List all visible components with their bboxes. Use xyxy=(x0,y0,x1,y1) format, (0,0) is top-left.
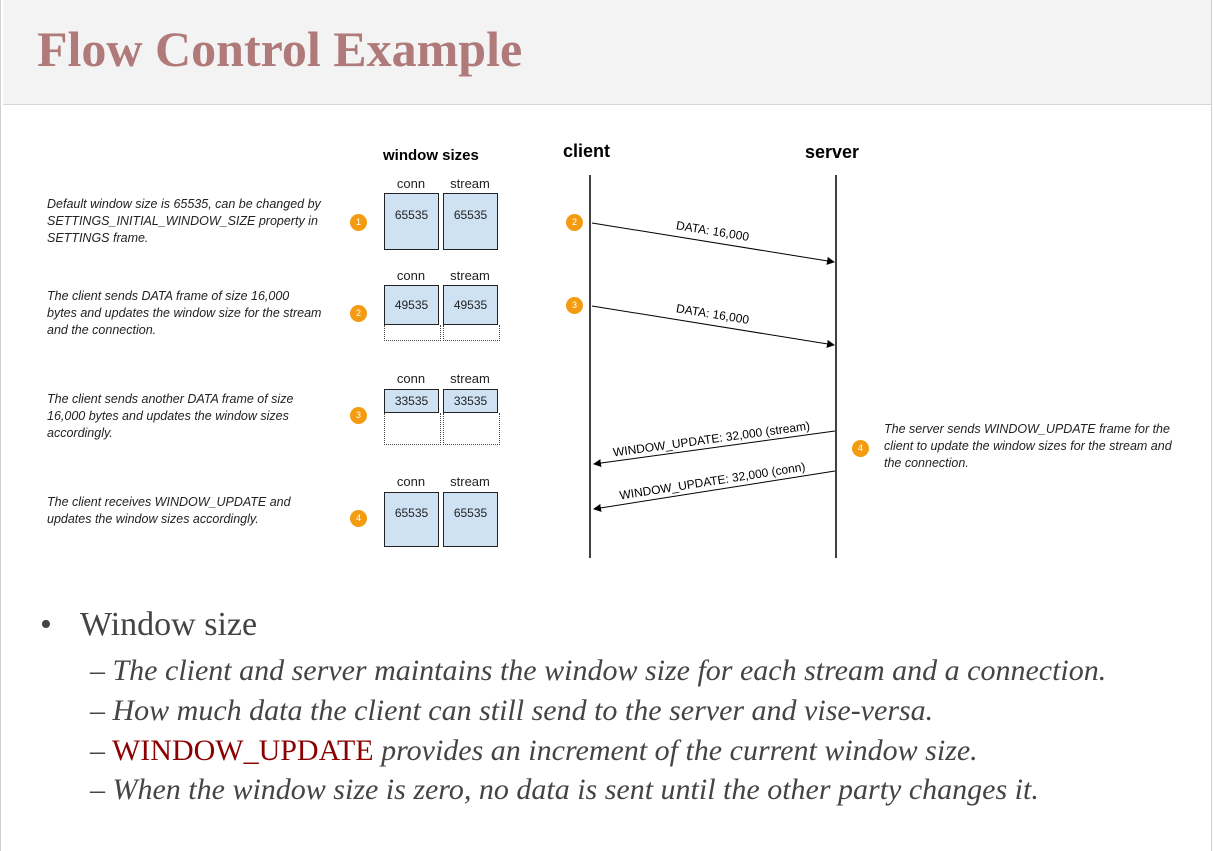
conn-window-box: 49535 xyxy=(384,285,439,325)
server-label: server xyxy=(805,142,860,162)
step-4-marker: 4 xyxy=(350,510,367,527)
step-1-description: Default window size is 65535, can be cha… xyxy=(47,197,321,245)
sub-bullet-text: provides an increment of the current win… xyxy=(373,734,978,767)
window-update-arrow xyxy=(593,430,836,468)
consumed-window-area xyxy=(384,325,441,341)
message-3-marker: 3 xyxy=(566,297,583,314)
consumed-window-area xyxy=(384,413,441,445)
step-1-marker: 1 xyxy=(350,214,367,231)
sub-bullet-text: The client and server maintains the wind… xyxy=(112,654,1107,687)
consumed-window-area xyxy=(443,325,500,341)
server-note-marker: 4 xyxy=(852,440,869,457)
step-3-description: The client sends another DATA frame of s… xyxy=(47,392,294,440)
sub-bullet-text: How much data the client can still send … xyxy=(112,694,934,727)
window-sizes-header: window sizes xyxy=(383,147,479,164)
client-label: client xyxy=(563,141,611,161)
bullet-main: • Window size xyxy=(40,606,257,644)
conn-window-box: 33535 xyxy=(384,389,439,413)
stream-window-box: 33535 xyxy=(443,389,498,413)
sub-bullet-text: When the window size is zero, no data is… xyxy=(112,773,1039,806)
conn-window-box: 65535 xyxy=(384,193,439,250)
sub-bullet: – The client and server maintains the wi… xyxy=(90,654,1107,687)
window-update-label: WINDOW_UPDATE: 32,000 (stream) xyxy=(612,419,811,460)
conn-window-box: 65535 xyxy=(384,492,439,547)
server-note: The server sends WINDOW_UPDATE frame for… xyxy=(884,422,1172,470)
sub-bullet: – When the window size is zero, no data … xyxy=(90,773,1039,806)
stream-column-label: stream xyxy=(450,371,490,386)
conn-column-label: conn xyxy=(396,176,426,191)
bullet-dot-icon: • xyxy=(40,606,52,643)
stream-window-box: 49535 xyxy=(443,285,498,325)
step-2-description: The client sends DATA frame of size 16,0… xyxy=(47,289,322,337)
message-2-marker: 2 xyxy=(566,214,583,231)
conn-column-label: conn xyxy=(396,268,426,283)
consumed-window-area xyxy=(443,413,500,445)
stream-column-label: stream xyxy=(450,474,490,489)
sub-bullet: – How much data the client can still sen… xyxy=(90,694,934,727)
stream-column-label: stream xyxy=(450,268,490,283)
conn-column-label: conn xyxy=(396,474,426,489)
slide-header: Flow Control Example xyxy=(3,0,1211,105)
sub-bullet: – WINDOW_UPDATE provides an increment of… xyxy=(90,734,978,767)
conn-column-label: conn xyxy=(396,371,426,386)
data-frame-label: DATA: 16,000 xyxy=(675,301,750,327)
bullet-main-text: Window size xyxy=(80,606,258,643)
data-frame-arrow xyxy=(591,222,835,265)
step-4-description: The client receives WINDOW_UPDATE and up… xyxy=(47,495,291,526)
slide-title: Flow Control Example xyxy=(37,21,523,77)
window-update-label: WINDOW_UPDATE: 32,000 (conn) xyxy=(619,460,807,503)
data-frame-arrow xyxy=(591,305,835,348)
window-update-arrow xyxy=(593,470,836,512)
step-2-marker: 2 xyxy=(350,305,367,322)
step-3-marker: 3 xyxy=(350,407,367,424)
window-update-keyword: WINDOW_UPDATE xyxy=(111,734,374,767)
stream-window-box: 65535 xyxy=(443,193,498,250)
stream-column-label: stream xyxy=(450,176,490,191)
stream-window-box: 65535 xyxy=(443,492,498,547)
data-frame-label: DATA: 16,000 xyxy=(675,218,750,244)
